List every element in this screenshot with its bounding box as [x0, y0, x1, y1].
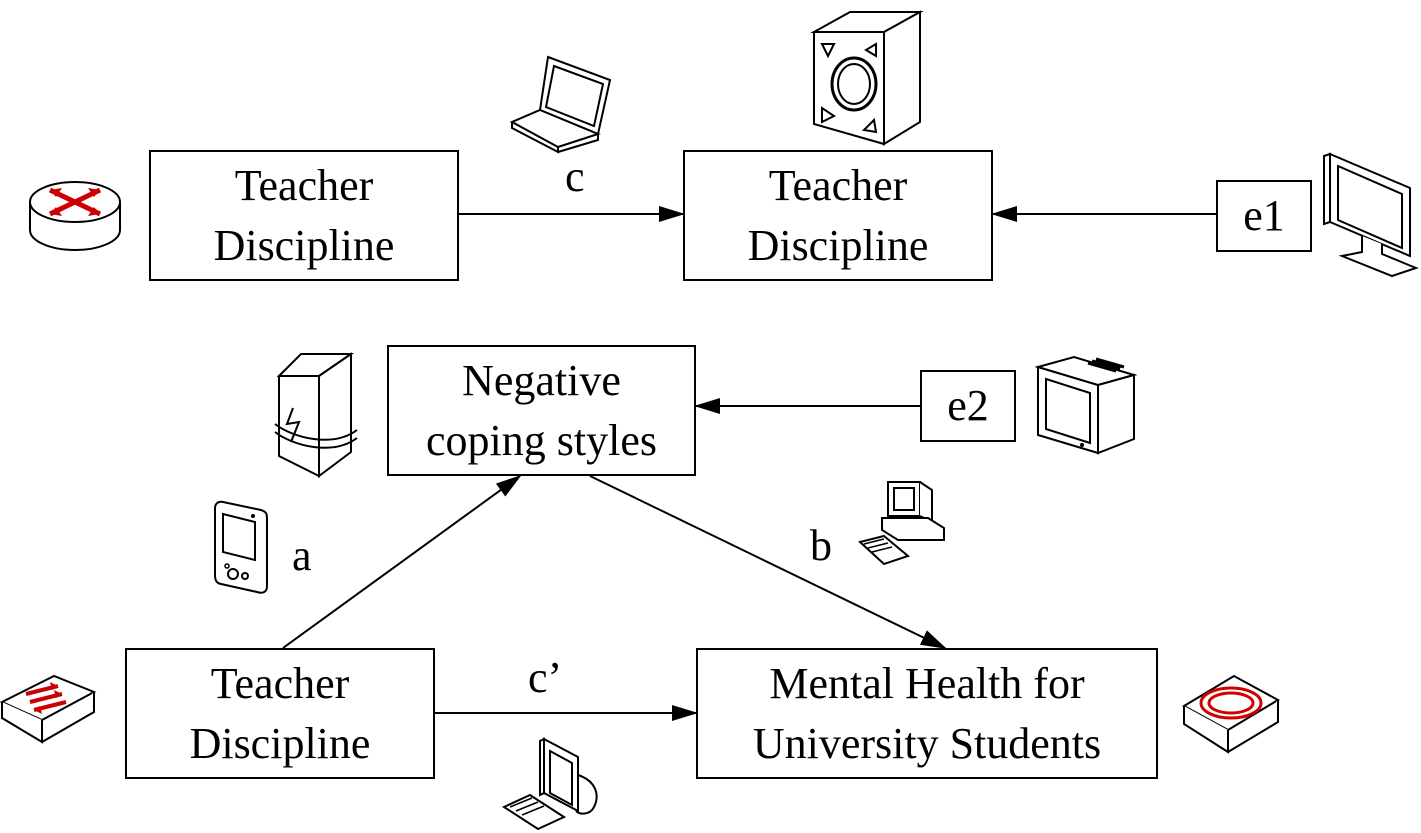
box-teacher-discipline-top-right: Teacher Discipline — [683, 150, 993, 281]
file-server-icon — [810, 10, 924, 146]
box-line-2: Discipline — [189, 718, 371, 768]
box-line-2: Discipline — [213, 220, 395, 270]
box-line-2: University Students — [752, 718, 1102, 768]
path-label-c-prime: c’ — [528, 653, 563, 702]
arrow-b — [589, 475, 947, 649]
path-label-a: a — [292, 531, 312, 580]
box-teacher-discipline-bottom: Teacher Discipline — [125, 648, 435, 779]
box-line-2: coping styles — [426, 415, 657, 465]
box-line-1: Teacher — [210, 658, 350, 708]
box-line-1: Mental Health for — [769, 658, 1085, 708]
box-teacher-discipline-top-left: Teacher Discipline — [149, 150, 459, 281]
switch-icon — [0, 672, 97, 744]
box-negative-coping-styles: Negative coping styles — [387, 345, 696, 476]
arrow-a — [282, 474, 522, 649]
box-e1: e1 — [1216, 180, 1312, 252]
laptop-icon — [508, 52, 618, 154]
box-mental-health: Mental Health for University Students — [696, 648, 1158, 779]
box-line-1: Negative — [462, 355, 621, 405]
path-label-b: b — [810, 521, 832, 570]
box-line-2: Discipline — [747, 220, 929, 270]
box-line-1: Teacher — [234, 160, 374, 210]
box-line-1: Teacher — [768, 160, 908, 210]
path-label-c: c — [565, 152, 585, 201]
workstation-icon — [500, 735, 604, 831]
error-label-e2: e2 — [947, 381, 989, 430]
server-tower-icon — [273, 352, 363, 478]
crt-monitor-icon — [1034, 355, 1138, 455]
desktop-computer-icon — [857, 480, 948, 566]
hub-icon — [1181, 672, 1281, 754]
pda-icon — [213, 500, 269, 596]
box-e2: e2 — [920, 370, 1016, 442]
flat-monitor-icon — [1322, 152, 1419, 278]
error-label-e1: e1 — [1243, 191, 1285, 240]
router-icon — [28, 170, 123, 260]
